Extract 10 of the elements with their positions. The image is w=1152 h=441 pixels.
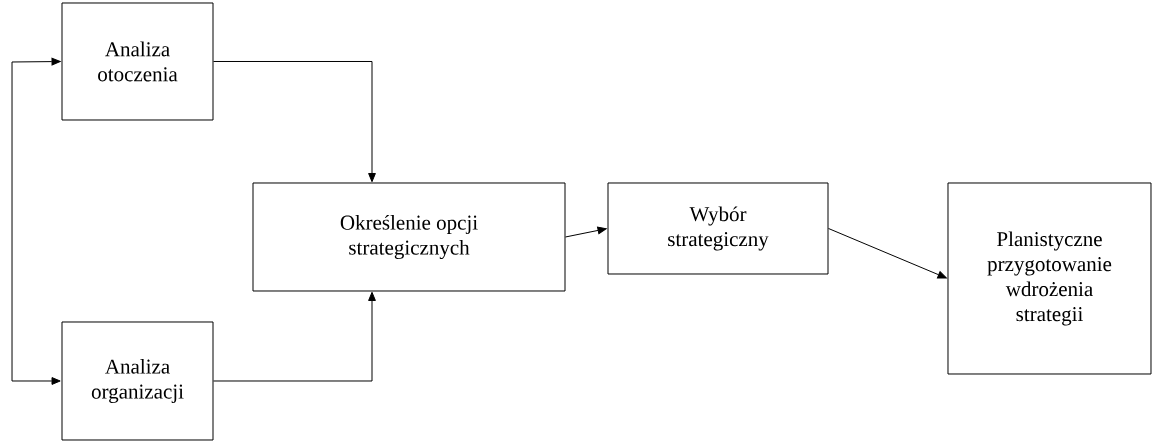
process-box: Wybór strategiczny [607,182,829,275]
arrow [213,291,376,382]
arrow [213,61,376,183]
arrow [565,226,607,238]
arrow [11,57,61,385]
arrow [828,228,947,279]
process-box: Określenie opcji strategicznych [252,182,566,292]
process-box: Analiza organizacji [61,321,214,441]
process-box: Planistyczne przygotowanie wdrożenia strategii [947,182,1152,375]
process-box: Analiza otoczenia [61,2,214,121]
